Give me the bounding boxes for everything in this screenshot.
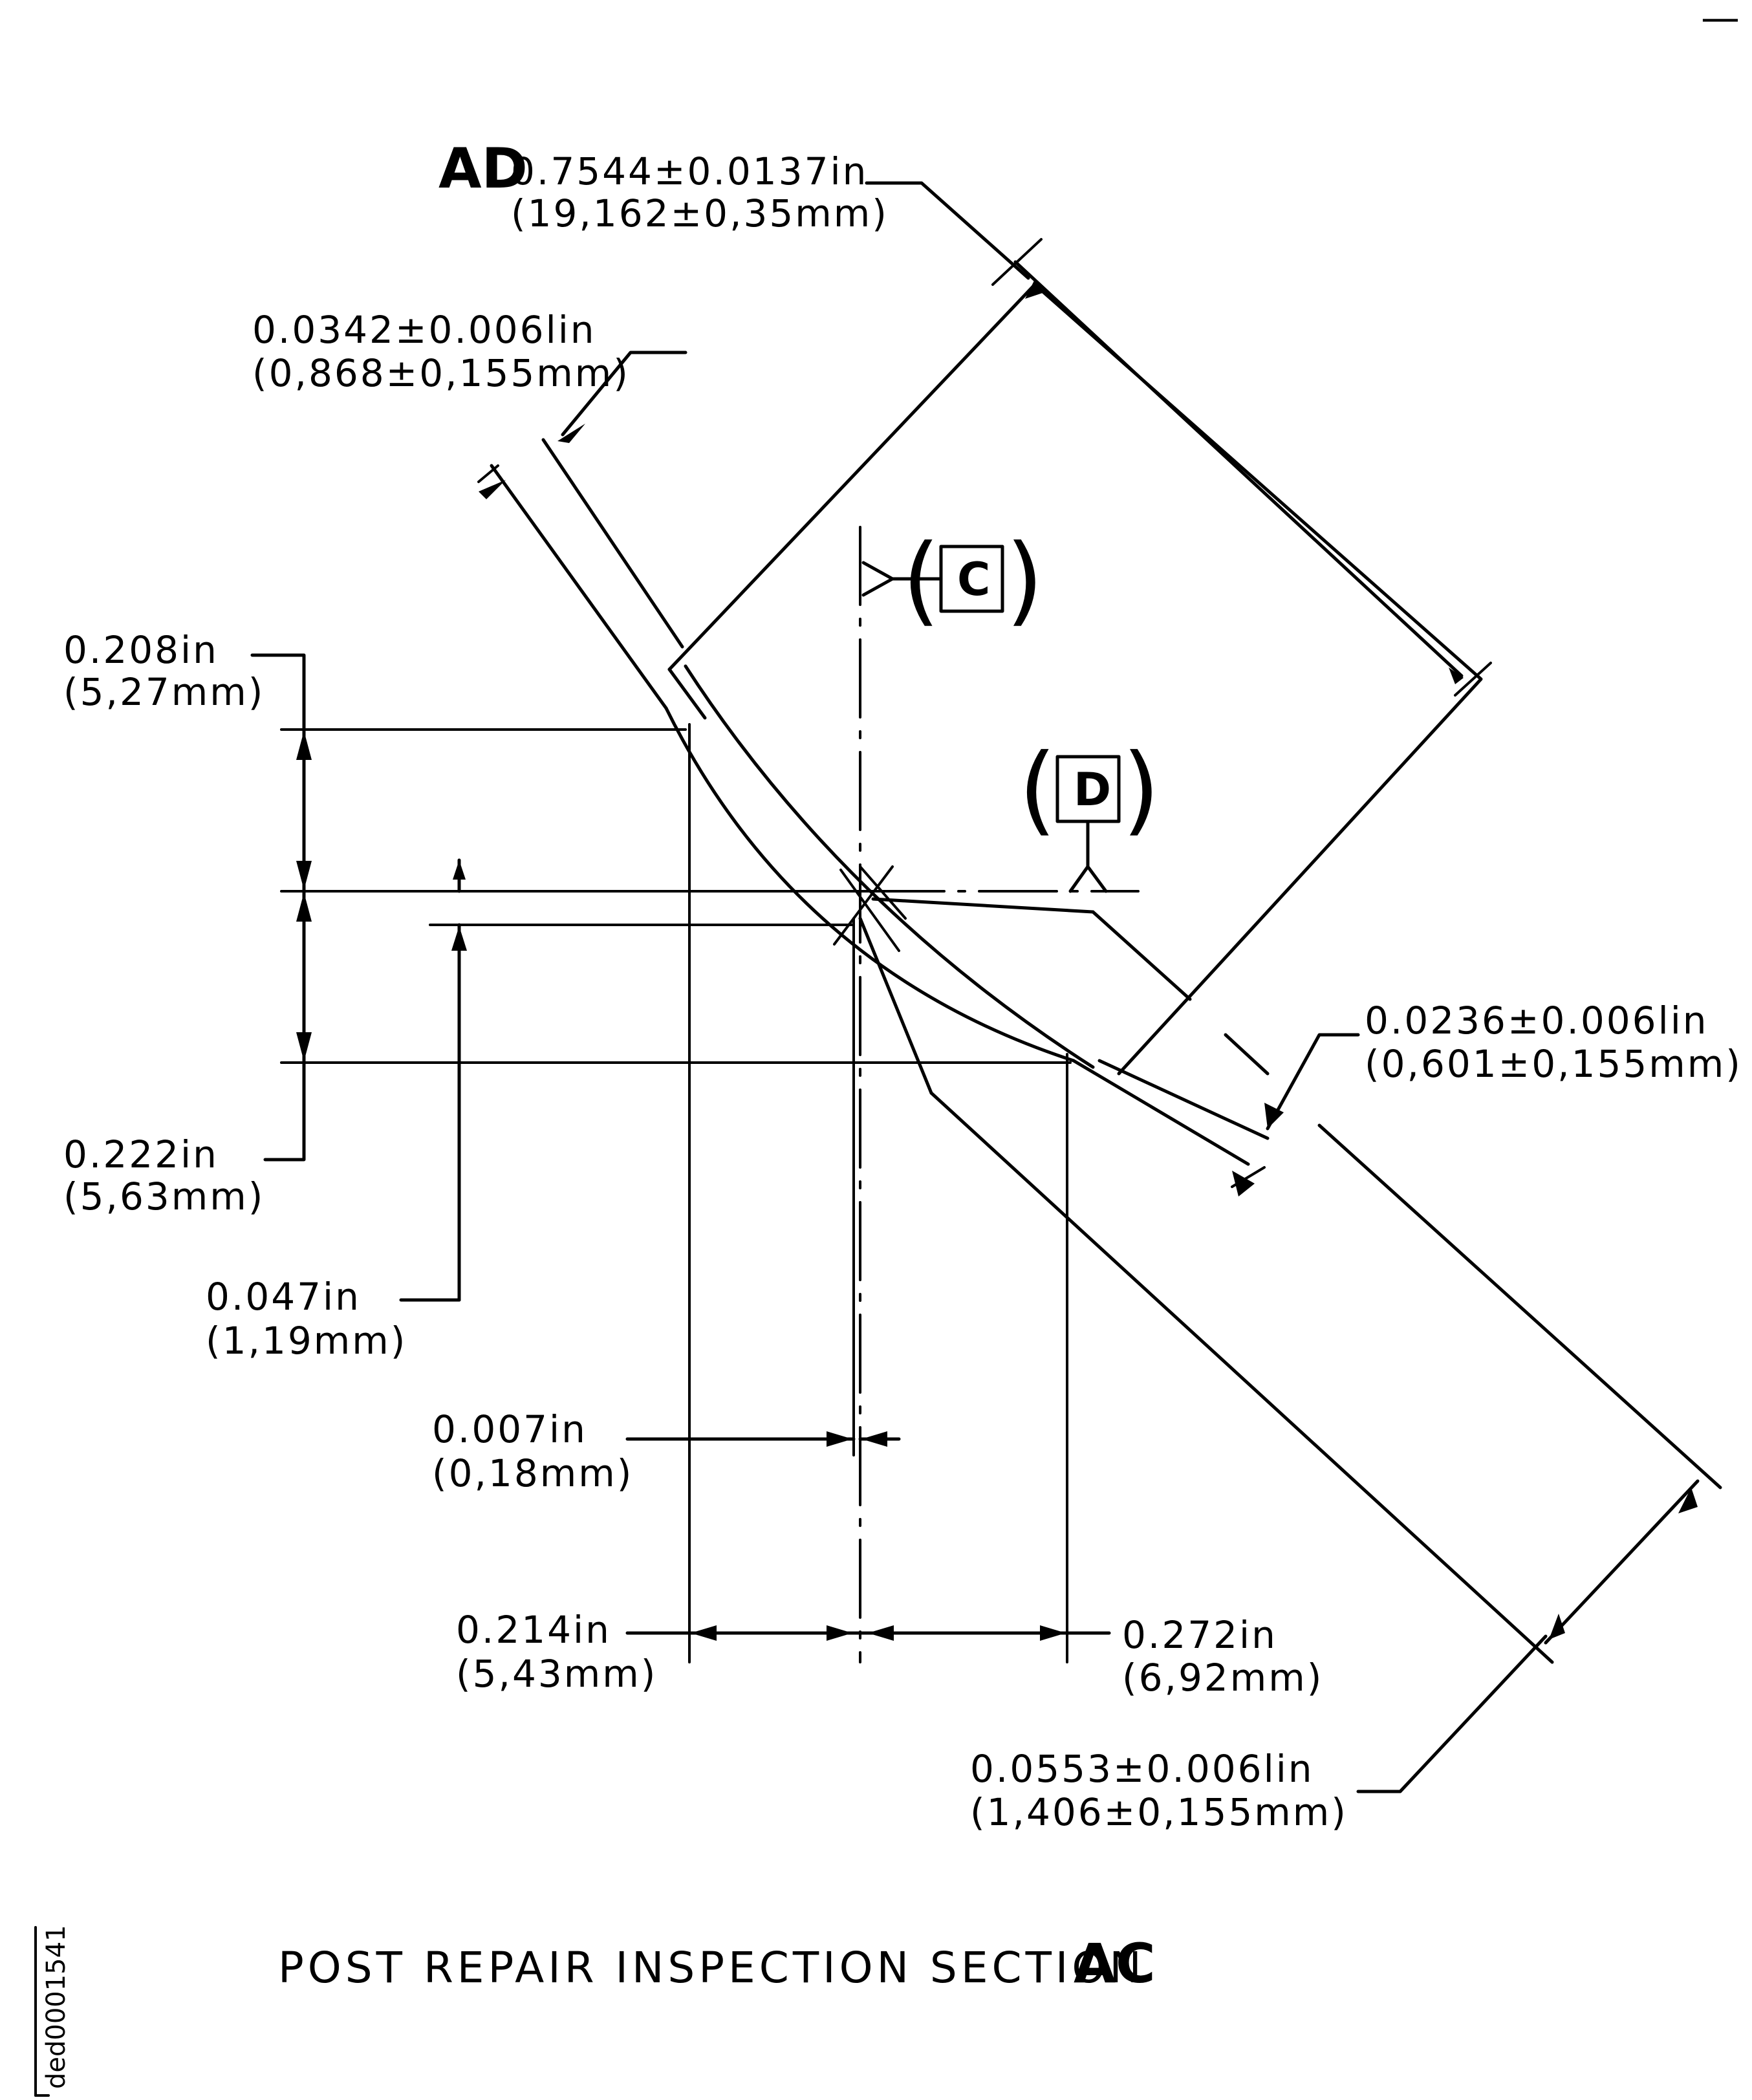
v-0047-mm: (1,19mm) xyxy=(206,1319,407,1363)
ad-label: AD xyxy=(438,136,528,201)
h-0007-inch: 0.007in xyxy=(432,1407,587,1451)
section-letter: AC xyxy=(1074,1932,1156,1995)
v-0222-inch: 0.222in xyxy=(63,1132,219,1176)
ad-inch: 0.7544±0.0137in xyxy=(511,149,868,193)
datum-c-close-paren: ) xyxy=(1006,524,1044,636)
v-0222-mm: (5,63mm) xyxy=(63,1174,265,1218)
thickness-right-dim xyxy=(1231,1033,1360,1196)
thickness-bottom-dim xyxy=(1356,1479,1700,1793)
ad-envelope xyxy=(667,181,1492,1076)
document-id: ded0001541 xyxy=(41,1925,71,2089)
h-0272-mm: (6,92mm) xyxy=(1122,1656,1323,1700)
v-0208-inch: 0.208in xyxy=(63,628,219,672)
ad-mm: (19,162±0,35mm) xyxy=(511,191,889,235)
datum-d: ( D ) xyxy=(865,733,1160,893)
thickness-top-dim xyxy=(477,351,687,499)
datum-d-letter: D xyxy=(1074,763,1111,816)
extension-lines xyxy=(280,723,1072,1663)
thickness-bottom-inch: 0.0553±0.006lin xyxy=(970,1747,1314,1791)
datum-c-open-paren: ( xyxy=(902,524,940,636)
thickness-bottom-mm: (1,406±0,155mm) xyxy=(970,1790,1348,1834)
thickness-right-inch: 0.0236±0.006lin xyxy=(1365,999,1709,1043)
thickness-top-inch: 0.0342±0.006lin xyxy=(252,308,596,352)
horizontal-dims xyxy=(625,1431,1111,1641)
thickness-top-mm: (0,868±0,155mm) xyxy=(252,351,630,395)
document-id-block: ded0001541 xyxy=(34,1925,71,2097)
h-0214-inch: 0.214in xyxy=(456,1608,611,1652)
v-0208-mm: (5,27mm) xyxy=(63,670,265,714)
datum-d-open-paren: ( xyxy=(1019,733,1057,846)
h-0007-mm: (0,18mm) xyxy=(432,1451,633,1495)
corner-mark: — xyxy=(1701,0,1740,41)
part-outline xyxy=(490,438,1722,1664)
h-0214-mm: (5,43mm) xyxy=(456,1652,657,1696)
thickness-right-mm: (0,601±0,155mm) xyxy=(1365,1042,1742,1086)
view-caption: POST REPAIR INSPECTION SECTION xyxy=(278,1943,1145,1993)
datum-c-letter: C xyxy=(957,553,990,606)
datum-c: ( C ) xyxy=(859,524,1044,1663)
v-0047-inch: 0.047in xyxy=(206,1275,361,1319)
vertical-dims xyxy=(250,653,467,1302)
datum-d-close-paren: ) xyxy=(1122,733,1160,846)
h-0272-inch: 0.272in xyxy=(1122,1613,1277,1657)
